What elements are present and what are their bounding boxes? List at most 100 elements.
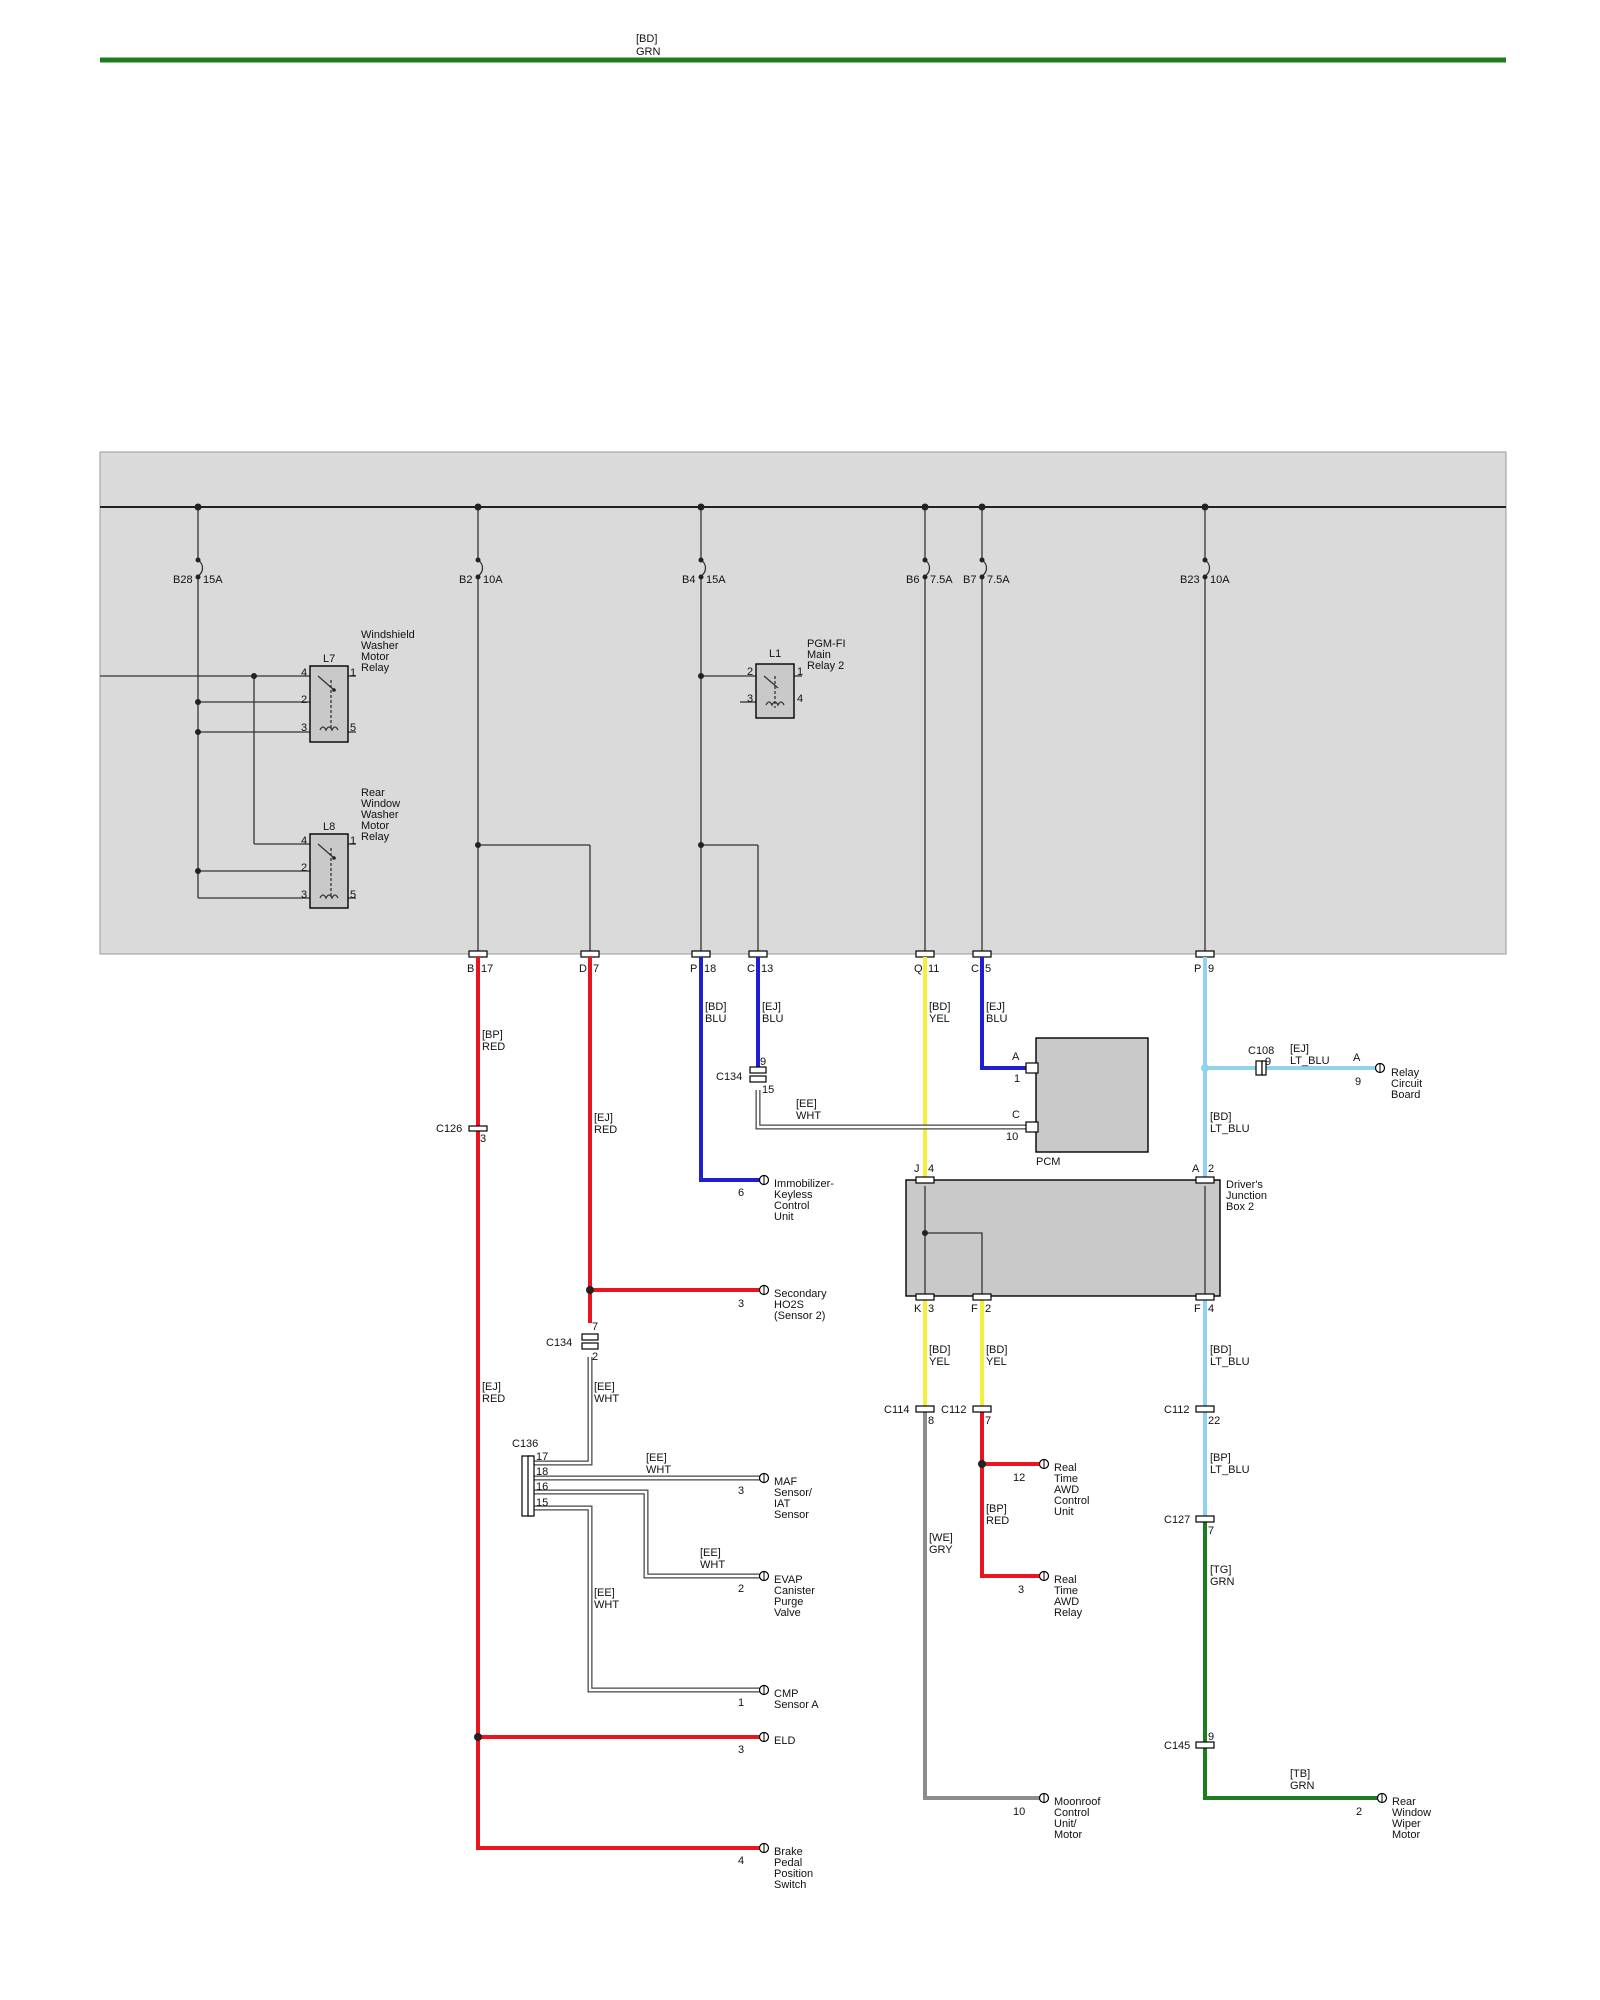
wire-label-ee-wht-e-1: [EE]: [594, 1587, 615, 1599]
wire-label-ee-wht-d-1: [EE]: [700, 1547, 721, 1559]
wire-label-ej-red-b-1: [EJ]: [482, 1381, 501, 1393]
wire-label-bd-yel-c-1: [BD]: [986, 1344, 1007, 1356]
ep-brake-pin: 4: [738, 1855, 744, 1867]
ep-awd-cu-label-2: Time: [1054, 1473, 1078, 1485]
wire-label-tg-grn-2: GRN: [1210, 1576, 1235, 1588]
fuse-rating-b23: 10A: [1210, 574, 1230, 586]
pcm-pin-a-num: 1: [1014, 1073, 1020, 1085]
wire-label-ej-ltblu-2: LT_BLU: [1290, 1055, 1330, 1067]
relay-l1: L1 2 3 1 4 PGM-FI Main Relay 2: [747, 638, 846, 719]
relay-l8-pin-5: 5: [350, 889, 356, 901]
pcm: PCM A 1 C 10: [1006, 1037, 1149, 1168]
out-p9-conn: P: [1194, 963, 1201, 975]
wire-label-ej-blu-b-2: BLU: [986, 1013, 1007, 1025]
c112-blu-name: C112: [1164, 1404, 1189, 1416]
endpoint-maf-sensor: 3 MAF Sensor/ IAT Sensor: [738, 1472, 813, 1521]
ep-awd-relay-label-1: Real: [1054, 1574, 1077, 1586]
ep-cmp-pin: 1: [738, 1697, 744, 1709]
out-q11-conn: Q: [914, 963, 923, 975]
relay-l8: L8 4 2 3 1 5 Rear Window Washer Motor Re…: [301, 787, 400, 909]
ep-awd-cu-pin: 12: [1013, 1472, 1025, 1484]
relay-l1-pin-1: 1: [797, 666, 803, 678]
light-blue-wires: [1201, 957, 1376, 1518]
wire-label-ee-wht-a-2: WHT: [796, 1110, 821, 1122]
c112-blu-pin: 22: [1208, 1415, 1220, 1427]
out-c13-conn: C: [747, 963, 755, 975]
jb-in-j-conn: J: [914, 1163, 920, 1175]
ep-awd-cu-label-4: Control: [1054, 1495, 1089, 1507]
endpoint-real-time-awd-control-unit: 12 Real Time AWD Control Unit: [1013, 1458, 1089, 1518]
ep-maf-pin: 3: [738, 1485, 744, 1497]
endpoint-brake-pedal-position-switch: 4 Brake Pedal Position Switch: [738, 1842, 813, 1891]
relay-l1-pin-2: 2: [747, 666, 753, 678]
wire-label-bd-yel-c-2: YEL: [986, 1356, 1007, 1368]
jb-in-a-conn: A: [1192, 1163, 1200, 1175]
endpoint-secondary-ho2s: 3 Secondary HO2S (Sensor 2): [738, 1284, 827, 1322]
relay-l7-id: L7: [323, 653, 335, 665]
jb-in-a-pin: 2: [1208, 1163, 1214, 1175]
ep-awd-relay-pin: 3: [1018, 1584, 1024, 1596]
relay-l7-pin-1: 1: [350, 667, 356, 679]
fuse-name-b6: B6: [906, 574, 919, 586]
ep-maf-label-4: Sensor: [774, 1509, 809, 1521]
relay-l8-id: L8: [323, 821, 335, 833]
wire-label-ej-red-a-1: [EJ]: [594, 1112, 613, 1124]
fuse-name-b28: B28: [173, 574, 193, 586]
relay-l1-label-1: PGM-FI: [807, 638, 846, 650]
relay-l1-pin-4: 4: [797, 693, 803, 705]
jb-label-3: Box 2: [1226, 1201, 1254, 1213]
ep-wiper-label-2: Window: [1392, 1807, 1431, 1819]
out-d7-pin: 7: [593, 963, 599, 975]
green-wires: [1203, 1522, 1378, 1800]
fuse-rating-b4: 15A: [706, 574, 726, 586]
wire-label-ee-wht-d-2: WHT: [700, 1559, 725, 1571]
wire-label-we-gry-1: [WE]: [929, 1532, 953, 1544]
wire-label-tb-grn-2: GRN: [1290, 1780, 1315, 1792]
c134-blue-pin-b: 15: [762, 1084, 774, 1096]
rcb-pin: 9: [1355, 1076, 1361, 1088]
fuse-box-outputs: B 17 D 7 P 18 C 13 Q 11 C 5 P 9: [467, 950, 1215, 975]
ep-wiper-label-4: Motor: [1392, 1829, 1420, 1841]
rcb-label-3: Board: [1391, 1089, 1420, 1101]
endpoint-rear-window-wiper-motor: 2 Rear Window Wiper Motor: [1356, 1792, 1431, 1841]
jb-label-2: Junction: [1226, 1190, 1267, 1202]
relay-circuit-board: A 9 Relay Circuit Board: [1353, 1052, 1422, 1101]
ep-ho2s-label-3: (Sensor 2): [774, 1310, 825, 1322]
c114-name: C114: [884, 1404, 909, 1416]
wire-label-bd-yel-a-1: [BD]: [929, 1001, 950, 1013]
wire-label-bd-ltblu-a-2: LT_BLU: [1210, 1123, 1250, 1135]
ep-awd-cu-label-1: Real: [1054, 1462, 1077, 1474]
wire-label-ej-blu-a-2: BLU: [762, 1013, 783, 1025]
ep-evap-label-1: EVAP: [774, 1574, 803, 1586]
relay-l8-label-5: Relay: [361, 831, 390, 843]
wire-label-bd-blu-2: BLU: [705, 1013, 726, 1025]
relay-l8-label-3: Washer: [361, 809, 399, 821]
ep-moonroof-label-1: Moonroof: [1054, 1796, 1101, 1808]
top-wire-label-2: GRN: [636, 46, 661, 58]
c112-yel-pin: 7: [985, 1415, 991, 1427]
ep-maf-label-1: MAF: [774, 1476, 798, 1488]
relay-l7-label-2: Washer: [361, 640, 399, 652]
c136-pin-15: 15: [536, 1497, 548, 1509]
wire-label-bp-red-b-1: [BP]: [986, 1503, 1007, 1515]
relay-l8-pin-4: 4: [301, 835, 307, 847]
relay-l1-pin-3: 3: [747, 693, 753, 705]
out-p18-pin: 18: [704, 963, 716, 975]
relay-l8-label-4: Motor: [361, 820, 389, 832]
relay-l7-pin-2: 2: [301, 694, 307, 706]
top-wire: [BD] GRN: [100, 33, 1506, 63]
wire-label-ee-wht-a-1: [EE]: [796, 1098, 817, 1110]
ep-immobilizer-label-1: Immobilizer-: [774, 1178, 834, 1190]
wire-label-bd-yel-b-2: YEL: [929, 1356, 950, 1368]
pcm-label: PCM: [1036, 1156, 1060, 1168]
ep-moonroof-label-4: Motor: [1054, 1829, 1082, 1841]
rcb-label-2: Circuit: [1391, 1078, 1422, 1090]
out-c5-pin: 5: [985, 963, 991, 975]
wire-label-bp-red-1: [BP]: [482, 1029, 503, 1041]
fuse-rating-b7: 7.5A: [987, 574, 1010, 586]
ep-brake-label-4: Switch: [774, 1879, 806, 1891]
ep-cmp-label-2: Sensor A: [774, 1699, 819, 1711]
ep-evap-label-3: Purge: [774, 1596, 803, 1608]
relay-l7-label-1: Windshield: [361, 629, 415, 641]
